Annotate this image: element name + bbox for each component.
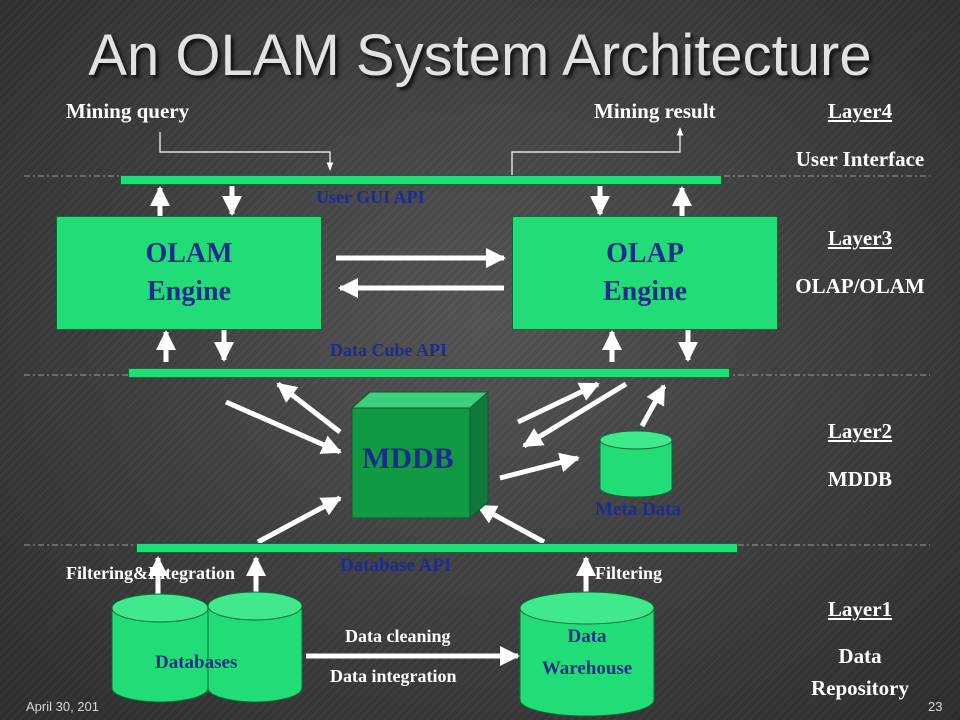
layer1-desc-1: Data bbox=[838, 644, 882, 668]
db-api-to-mddb-arrow-2 bbox=[476, 503, 546, 545]
user-gui-api-bar bbox=[120, 175, 722, 185]
mddb-label: MDDB bbox=[362, 442, 454, 475]
database-api-bar bbox=[136, 543, 738, 553]
olam-engine-label-2: Engine bbox=[146, 276, 232, 307]
layer1-desc-2: Repository bbox=[811, 676, 909, 700]
data-cube-api-bar bbox=[128, 368, 730, 378]
mddb-cube bbox=[350, 390, 490, 520]
meta-to-cube-arrow bbox=[639, 384, 667, 428]
cube-to-mddb-arrow-1 bbox=[224, 399, 342, 455]
data-cleaning-label: Data cleaning bbox=[345, 626, 451, 646]
db-api-to-mddb-arrow-1 bbox=[256, 495, 342, 545]
mddb-to-meta-arrow bbox=[499, 452, 580, 481]
mining-query-arrow bbox=[159, 132, 334, 171]
data-integration-label: Data integration bbox=[330, 666, 457, 686]
mddb-to-cube-arrow-1 bbox=[276, 382, 342, 434]
data-warehouse-cylinder bbox=[519, 591, 655, 717]
warehouse-label-2: Warehouse bbox=[541, 658, 633, 679]
mining-query-label: Mining query bbox=[66, 99, 190, 123]
olap-engine-label-2: Engine bbox=[602, 276, 688, 307]
slide-title: An OLAM System Architecture bbox=[88, 23, 872, 88]
filtering-integration-label: Filtering&Integration bbox=[66, 563, 235, 583]
databases-cylinders bbox=[111, 591, 303, 703]
layer4-label: Layer4 bbox=[827, 99, 893, 123]
layer2-desc: MDDB bbox=[827, 467, 893, 491]
olam-engine-label-1: OLAM bbox=[145, 238, 233, 269]
meta-data-label: Meta Data bbox=[595, 499, 681, 520]
layer4-desc: User Interface bbox=[795, 147, 925, 171]
layer3-label: Layer3 bbox=[827, 226, 893, 250]
olam-engine: OLAM Engine bbox=[56, 216, 322, 330]
mddb-to-cube-arrow-2 bbox=[516, 381, 600, 425]
cube-to-mddb-arrow-2 bbox=[522, 381, 628, 449]
footer-date: April 30, 201 bbox=[26, 699, 99, 714]
page-number: 23 bbox=[928, 699, 943, 714]
olap-engine: OLAP Engine bbox=[512, 216, 778, 330]
layer3-desc: OLAP/OLAM bbox=[795, 274, 925, 298]
layer1-label: Layer1 bbox=[827, 597, 893, 621]
data-cube-api-label: Data Cube API bbox=[330, 340, 448, 360]
user-gui-api-label: User GUI API bbox=[316, 187, 425, 207]
database-api-label: Database API bbox=[340, 555, 452, 576]
meta-data-cylinder bbox=[599, 430, 673, 498]
databases-label: Databases bbox=[155, 652, 238, 673]
warehouse-label-1: Data bbox=[567, 626, 607, 647]
layer2-label: Layer2 bbox=[827, 419, 893, 443]
mining-result-arrow bbox=[511, 127, 684, 176]
mining-result-label: Mining result bbox=[594, 99, 716, 123]
olap-engine-label-1: OLAP bbox=[606, 238, 684, 269]
filtering-label: Filtering bbox=[595, 563, 662, 583]
